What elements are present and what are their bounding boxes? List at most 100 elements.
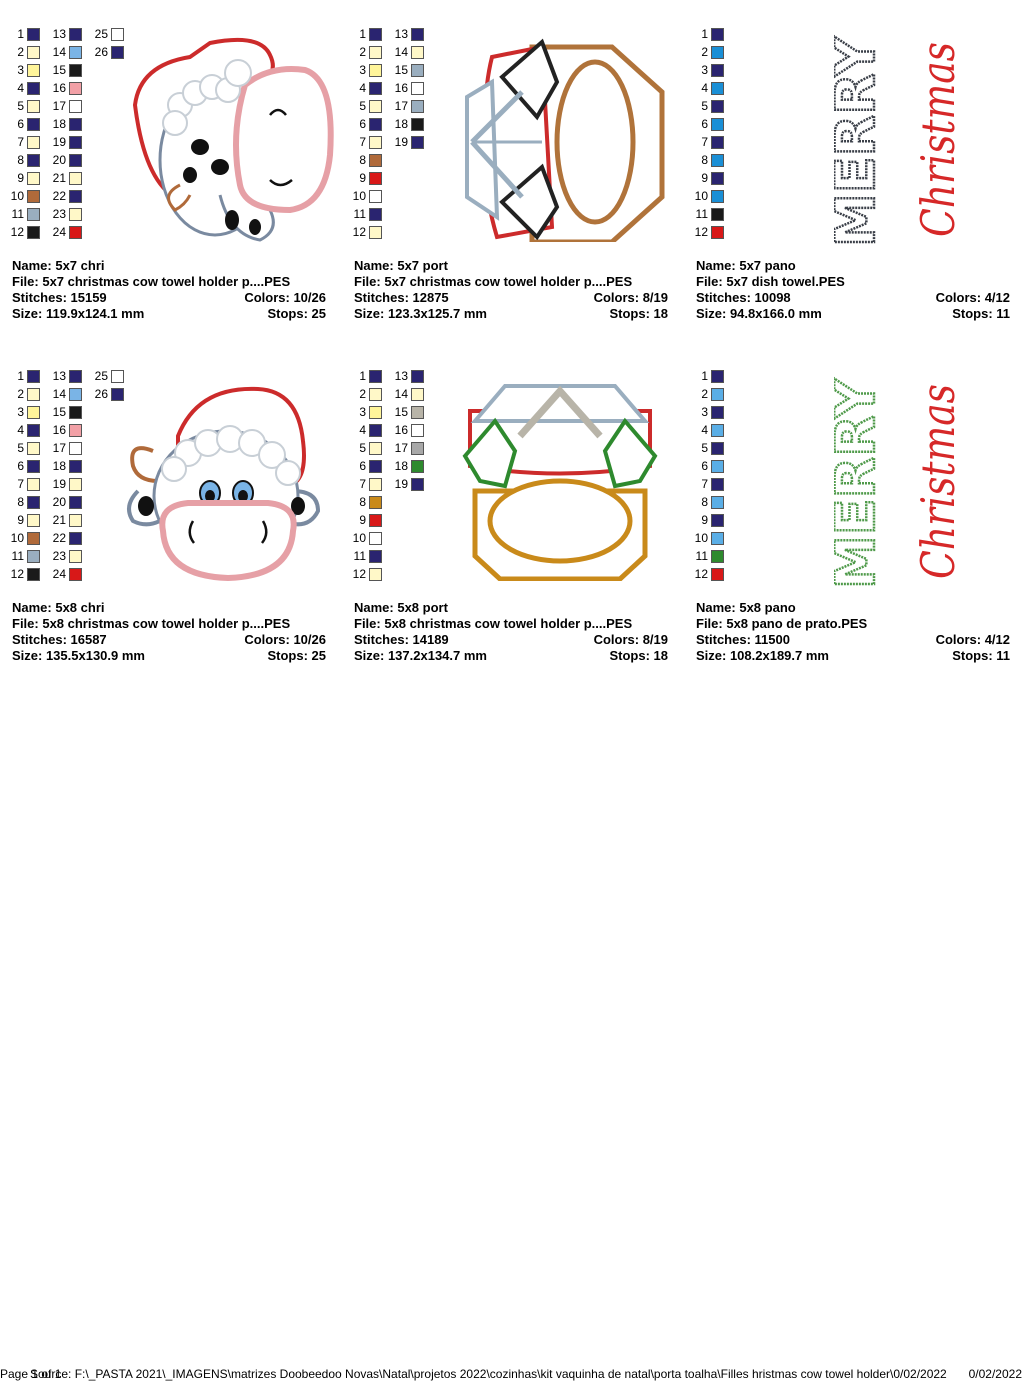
swatch-color-box xyxy=(27,550,40,563)
design-stitches: Stitches: 15159 xyxy=(12,290,107,305)
design-file: File: 5x7 dish towel.PES xyxy=(696,274,845,289)
design-colors: Colors: 8/19 xyxy=(593,290,668,305)
christmas-text: Christmas xyxy=(911,384,965,579)
swatch-color-box xyxy=(69,460,82,473)
design-size: Size: 135.5x130.9 mm xyxy=(12,648,145,663)
swatch-number: 1 xyxy=(17,369,24,383)
swatch-color-box xyxy=(69,424,82,437)
swatch-number: 13 xyxy=(52,369,66,383)
design-preview-towel-holder xyxy=(465,38,665,242)
swatch-color-box xyxy=(27,370,40,383)
swatch-color-box xyxy=(69,442,82,455)
swatch-number: 12 xyxy=(352,567,366,581)
swatch-number: 18 xyxy=(394,117,408,131)
swatch-color-box xyxy=(369,460,382,473)
swatch-color-box xyxy=(69,172,82,185)
swatch-number: 1 xyxy=(701,27,708,41)
swatch-color-box xyxy=(111,28,124,41)
design-stops: Stops: 25 xyxy=(267,648,326,663)
swatch-number: 7 xyxy=(701,135,708,149)
swatch-number: 26 xyxy=(94,387,108,401)
merry-text: MERRY xyxy=(834,36,887,247)
swatch-number: 2 xyxy=(701,45,708,59)
swatch-number: 8 xyxy=(359,153,366,167)
swatch-color-box xyxy=(411,442,424,455)
swatch-number: 10 xyxy=(352,189,366,203)
swatch-number: 14 xyxy=(52,45,66,59)
swatch-color-box xyxy=(27,100,40,113)
design-preview-merry-christmas: MERRY Christmas xyxy=(834,377,965,590)
design-stops: Stops: 11 xyxy=(952,306,1010,321)
design-file: File: 5x7 christmas cow towel holder p..… xyxy=(354,274,633,289)
swatch-number: 11 xyxy=(695,549,708,563)
swatch-color-box xyxy=(711,190,724,203)
swatch-color-box xyxy=(711,154,724,167)
swatch-color-box xyxy=(711,208,724,221)
swatch-number: 2 xyxy=(359,387,366,401)
swatch-color-box xyxy=(27,568,40,581)
swatch-number: 2 xyxy=(701,387,708,401)
swatch-color-box xyxy=(711,568,724,581)
swatch-color-box xyxy=(711,478,724,491)
swatch-color-box xyxy=(369,514,382,527)
swatch-color-box xyxy=(27,424,40,437)
swatch-number: 2 xyxy=(17,387,24,401)
swatch-number: 15 xyxy=(394,63,408,77)
swatch-color-box xyxy=(27,172,40,185)
swatch-color-box xyxy=(27,496,40,509)
design-colors: Colors: 4/12 xyxy=(935,632,1010,647)
swatch-color-box xyxy=(711,64,724,77)
design-colors: Colors: 10/26 xyxy=(244,632,326,647)
design-name: Name: 5x7 chri xyxy=(12,258,105,273)
swatch-number: 11 xyxy=(11,549,24,563)
swatch-number: 14 xyxy=(394,387,408,401)
swatch-color-box xyxy=(411,118,424,131)
swatch-color-box xyxy=(411,82,424,95)
design-colors: Colors: 4/12 xyxy=(935,290,1010,305)
swatch-number: 19 xyxy=(394,135,408,149)
swatch-number: 6 xyxy=(359,117,366,131)
swatch-number: 12 xyxy=(694,567,708,581)
swatch-number: 17 xyxy=(52,441,66,455)
swatch-number: 9 xyxy=(701,171,708,185)
swatch-color-box xyxy=(369,424,382,437)
swatch-color-box xyxy=(711,46,724,59)
swatch-number: 11 xyxy=(353,549,366,563)
swatch-color-box xyxy=(69,514,82,527)
swatch-color-box xyxy=(369,172,382,185)
swatch-color-box xyxy=(27,442,40,455)
design-stops: Stops: 25 xyxy=(267,306,326,321)
swatch-number: 5 xyxy=(17,441,24,455)
swatch-color-box xyxy=(411,478,424,491)
swatch-color-box xyxy=(711,28,724,41)
design-stops: Stops: 18 xyxy=(609,648,668,663)
swatch-number: 15 xyxy=(52,63,66,77)
swatch-color-box xyxy=(369,478,382,491)
swatch-number: 19 xyxy=(52,477,66,491)
swatch-color-box xyxy=(111,46,124,59)
swatch-color-box xyxy=(27,46,40,59)
swatch-color-box xyxy=(711,424,724,437)
swatch-color-box xyxy=(27,406,40,419)
swatch-number: 17 xyxy=(394,99,408,113)
design-stitches: Stitches: 16587 xyxy=(12,632,107,647)
swatch-color-box xyxy=(69,568,82,581)
swatch-color-box xyxy=(69,28,82,41)
swatch-number: 8 xyxy=(701,495,708,509)
swatch-number: 13 xyxy=(52,27,66,41)
swatch-number: 7 xyxy=(359,477,366,491)
swatch-number: 13 xyxy=(394,27,408,41)
swatch-color-box xyxy=(27,514,40,527)
swatch-number: 26 xyxy=(94,45,108,59)
swatch-number: 2 xyxy=(17,45,24,59)
swatch-number: 20 xyxy=(52,495,66,509)
swatch-number: 3 xyxy=(701,405,708,419)
swatch-color-box xyxy=(711,406,724,419)
swatch-number: 20 xyxy=(52,153,66,167)
